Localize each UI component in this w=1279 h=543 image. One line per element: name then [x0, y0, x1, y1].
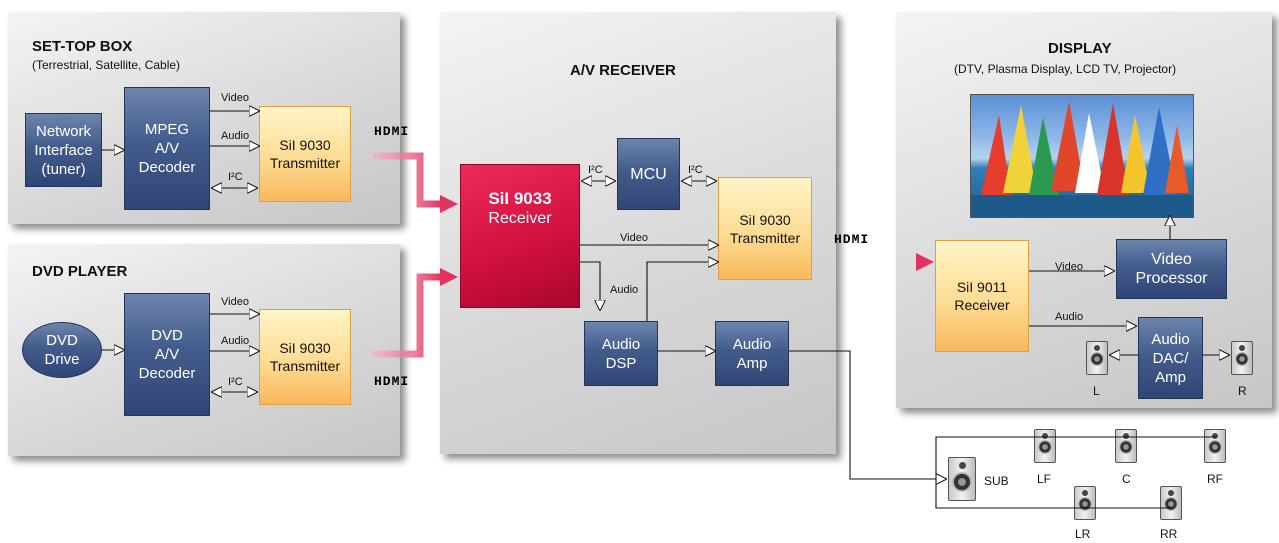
set-top-box-subtitle: (Terrestrial, Satellite, Cable) — [32, 58, 181, 72]
video-processor-line-1: Video — [1151, 251, 1192, 268]
stb-video-label: Video — [221, 92, 249, 104]
dvd-transmitter-block: SiI 9030 Transmitter — [259, 309, 351, 405]
stb-i2c-label: I²C — [228, 171, 243, 183]
dvd-drive-line-2: Drive — [44, 351, 80, 368]
hdmi-label-top: HDMI — [374, 124, 410, 139]
dvd-drive-line-1: DVD — [46, 332, 78, 349]
speaker-icon — [1160, 486, 1182, 520]
hdmi-arrowhead-top — [440, 195, 458, 213]
avr-transmitter-chip: SiI 9030 — [739, 211, 791, 228]
dsp-to-transmitter-wire — [646, 262, 718, 321]
speaker-icon — [1074, 486, 1096, 520]
hdmi-label-bottom: HDMI — [374, 374, 410, 389]
mcu-block: MCU — [617, 138, 680, 210]
video-processor-block: Video Processor — [1116, 239, 1227, 299]
hdmi-cable-bottom — [372, 273, 442, 358]
dvd-decoder-line-2: A/V — [154, 346, 180, 363]
speaker-rr-label: RR — [1160, 527, 1178, 541]
dvd-transmitter-label: Transmitter — [269, 358, 341, 374]
audio-dac-line-1: Audio — [1151, 330, 1190, 348]
speaker-icon — [1086, 341, 1108, 375]
network-interface-line-3: (tuner) — [41, 160, 86, 178]
avr-i2c-right-label: I²C — [688, 164, 703, 176]
sii9011-chip: SiI 9011 — [956, 279, 1008, 295]
speaker-c-label: C — [1122, 472, 1131, 486]
speaker-icon — [1231, 341, 1253, 375]
stb-transmitter-chip: SiI 9030 — [279, 137, 331, 153]
amp-to-speakers-wire — [789, 350, 946, 479]
sii9033-chip: SiI 9033 — [488, 189, 552, 208]
hdmi-arrowhead-right — [916, 253, 934, 271]
audio-amp-block: Audio Amp — [715, 321, 789, 386]
stb-transmitter-block: SiI 9030 Transmitter — [259, 106, 351, 202]
av-receiver-title: A/V RECEIVER — [570, 62, 676, 79]
dvd-decoder-line-1: DVD — [151, 327, 183, 344]
audio-dsp-line-1: Audio — [601, 335, 641, 353]
video-processor-line-2: Processor — [1135, 270, 1208, 287]
audio-amp-line-1: Audio — [732, 335, 772, 353]
dvd-decoder-block: DVD A/V Decoder — [124, 293, 210, 416]
network-interface-block: Network Interface (tuner) — [25, 113, 102, 187]
mcu-label: MCU — [630, 165, 667, 183]
sii9033-label: Receiver — [488, 210, 552, 227]
audio-dac-block: Audio DAC/ Amp — [1138, 317, 1203, 399]
rear-speaker-bus-wire — [935, 479, 1172, 509]
windsurfing-photo — [970, 94, 1194, 218]
dvd-audio-label: Audio — [221, 335, 250, 347]
network-interface-line-2: Interface — [34, 141, 93, 159]
audio-dac-line-3: Amp — [1155, 368, 1186, 386]
sii9011-receiver-block: SiI 9011 Receiver — [935, 240, 1029, 352]
speaker-sub-label: SUB — [984, 474, 1009, 488]
dvd-decoder-line-3: Decoder — [138, 365, 196, 382]
network-interface-line-1: Network — [35, 122, 91, 140]
display-audio-label: Audio — [1055, 311, 1084, 323]
display-title: DISPLAY — [1048, 40, 1112, 57]
dvd-i2c-label: I²C — [228, 376, 243, 388]
speaker-icon — [948, 457, 976, 501]
speaker-l-label: L — [1093, 384, 1100, 398]
avr-video-label: Video — [620, 232, 648, 244]
dvd-drive-block: DVD Drive — [22, 322, 102, 378]
hdmi-label-right: HDMI — [834, 232, 870, 247]
avr-i2c-left-label: I²C — [588, 164, 603, 176]
audio-amp-line-2: Amp — [736, 354, 768, 372]
dvd-video-label: Video — [221, 296, 249, 308]
mpeg-decoder-block: MPEG A/V Decoder — [124, 87, 210, 210]
audio-dac-line-2: DAC/ — [1152, 349, 1189, 367]
avr-audio-wire — [580, 261, 600, 310]
front-speaker-bus-wire — [935, 436, 1216, 479]
sii9011-label: Receiver — [954, 297, 1010, 313]
hdmi-arrowhead-bottom — [440, 268, 458, 286]
windsurf-sails — [971, 101, 1193, 217]
audio-dsp-block: Audio DSP — [584, 321, 658, 386]
set-top-box-title: SET-TOP BOX — [32, 38, 133, 55]
avr-transmitter-block: SiI 9030 Transmitter — [718, 177, 812, 280]
audio-dsp-line-2: DSP — [605, 354, 637, 372]
stb-transmitter-label: Transmitter — [269, 155, 341, 171]
speaker-lf-label: LF — [1037, 472, 1052, 486]
stb-audio-label: Audio — [221, 130, 250, 142]
display-subtitle: (DTV, Plasma Display, LCD TV, Projector) — [954, 62, 1177, 76]
speaker-lr-label: LR — [1075, 527, 1091, 541]
speaker-r-label: R — [1238, 384, 1247, 398]
display-video-label: Video — [1055, 261, 1083, 273]
hdmi-cable-top — [372, 152, 442, 208]
sii9033-receiver-block: SiI 9033 Receiver — [460, 164, 580, 308]
mpeg-decoder-line-1: MPEG — [144, 121, 190, 138]
avr-audio-label: Audio — [610, 284, 639, 296]
dvd-player-title: DVD PLAYER — [32, 263, 128, 280]
speaker-rf-label: RF — [1207, 472, 1223, 486]
dvd-transmitter-chip: SiI 9030 — [279, 340, 331, 356]
mpeg-decoder-line-2: A/V — [154, 140, 180, 157]
mpeg-decoder-line-3: Decoder — [138, 159, 196, 176]
avr-transmitter-label: Transmitter — [729, 229, 801, 246]
